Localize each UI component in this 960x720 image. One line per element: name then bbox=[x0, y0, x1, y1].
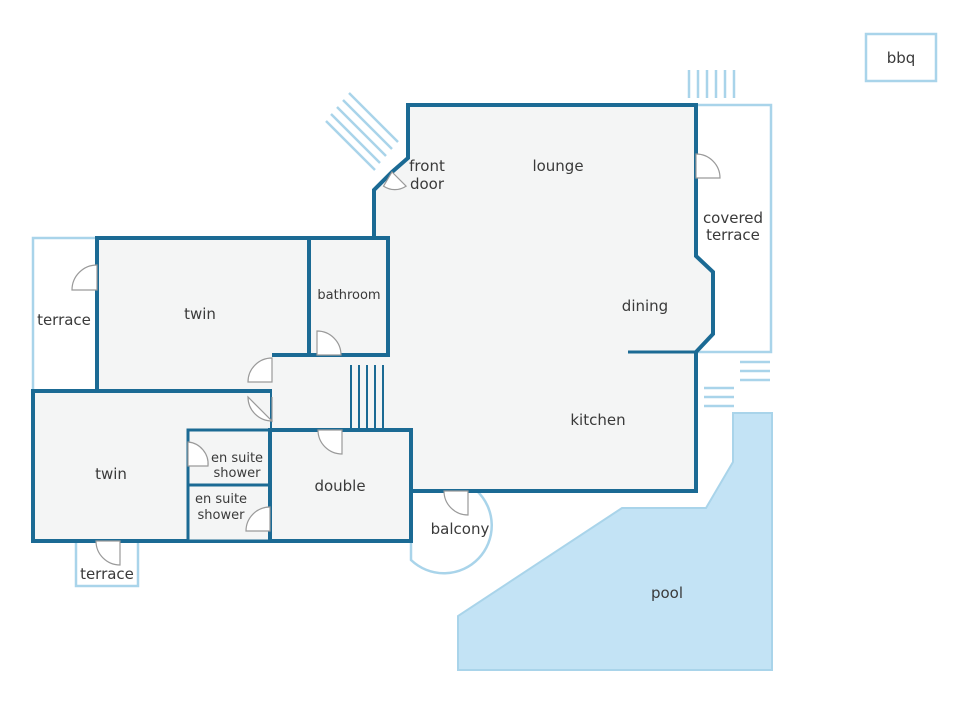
front-steps bbox=[325, 92, 399, 171]
label-front-door-1: front bbox=[409, 157, 445, 175]
label-en-suite-1a: en suite bbox=[211, 451, 263, 466]
pool-area bbox=[457, 412, 773, 671]
label-twin-lower: twin bbox=[95, 465, 127, 483]
label-bbq: bbq bbox=[887, 49, 916, 67]
label-kitchen: kitchen bbox=[570, 411, 625, 429]
label-balcony: balcony bbox=[431, 520, 490, 538]
label-covered-terrace-2: terrace bbox=[706, 226, 760, 244]
internal-stairs bbox=[350, 365, 384, 428]
label-covered-terrace-1: covered bbox=[703, 209, 763, 227]
door-swings bbox=[71, 153, 721, 566]
label-pool: pool bbox=[651, 584, 683, 602]
balcony-outline bbox=[409, 489, 493, 575]
label-terrace-left: terrace bbox=[37, 311, 91, 329]
hallway bbox=[272, 357, 386, 428]
bbq-box bbox=[864, 32, 938, 83]
label-en-suite-2a: en suite bbox=[195, 492, 247, 507]
label-double: double bbox=[314, 477, 365, 495]
label-lounge: lounge bbox=[532, 157, 583, 175]
terrace-steps-top bbox=[687, 70, 736, 98]
pool-steps bbox=[704, 360, 770, 408]
label-bathroom: bathroom bbox=[317, 288, 380, 303]
label-terrace-bottom: terrace bbox=[80, 565, 134, 583]
label-front-door-2: door bbox=[410, 175, 445, 193]
label-dining: dining bbox=[622, 297, 668, 315]
label-en-suite-1b: shower bbox=[214, 466, 262, 481]
label-en-suite-2b: shower bbox=[198, 508, 246, 523]
label-twin-upper: twin bbox=[184, 305, 216, 323]
